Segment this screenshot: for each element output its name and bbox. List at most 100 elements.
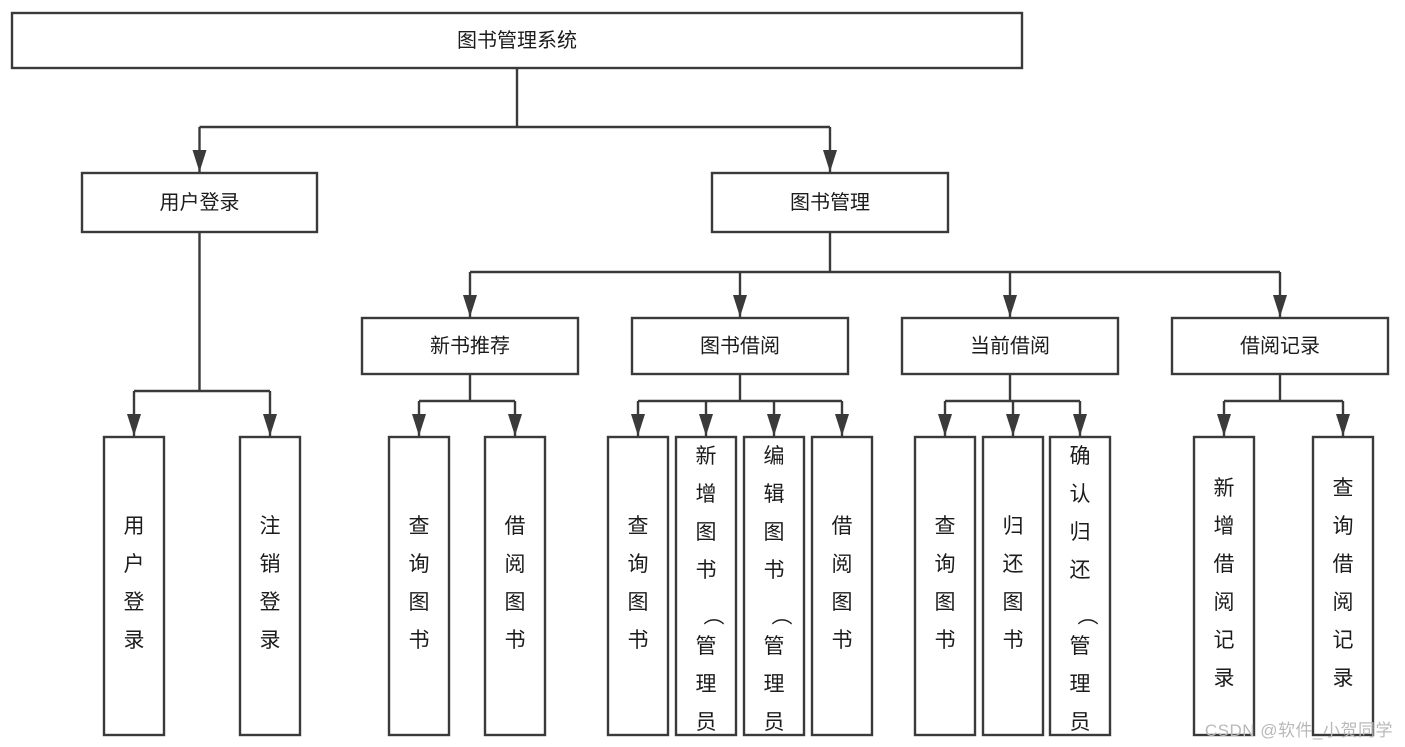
node-leaf-9-label-char: 归 — [1003, 515, 1024, 538]
node-leaf-12-box — [1311, 435, 1375, 737]
node-level3-3-label: 借阅记录 — [1240, 334, 1320, 357]
node-leaf-6-label-char: 理 — [764, 673, 785, 696]
node-leaf-5-label-char: 新 — [696, 445, 717, 468]
node-leaf-1-label-char: 登 — [260, 591, 281, 614]
node-leaf-4-label-char: 询 — [628, 553, 649, 576]
arrow-head-icon — [733, 295, 747, 317]
arrow-head-icon — [823, 150, 837, 172]
node-leaf-11-label-char: 记 — [1214, 629, 1235, 652]
node-leaf-1-label-char: 销 — [260, 553, 281, 576]
node-leaf-0-label-char: 用 — [124, 515, 145, 538]
node-level3-2-label: 当前借阅 — [970, 334, 1050, 357]
node-leaf-7-label-char: 阅 — [832, 553, 853, 576]
node-leaf-2-label-char: 书 — [409, 629, 430, 652]
node-leaf-11-label-char: 借 — [1214, 553, 1235, 576]
node-leaf-6-box — [742, 435, 806, 737]
node-leaf-7-box — [810, 435, 874, 737]
node-leaf-3-box — [483, 435, 547, 737]
node-leaf-0-label-char: 录 — [124, 629, 145, 652]
node-leaf-8-label-char: 查 — [935, 515, 956, 538]
node-level3-1-label: 图书借阅 — [700, 334, 780, 357]
node-leaf-5-label-char: 增 — [696, 483, 717, 506]
node-level2-0-label: 用户登录 — [160, 191, 240, 214]
node-leaf-0[interactable]: 用户登录 — [102, 435, 166, 737]
arrow-head-icon — [938, 414, 952, 436]
node-leaf-0-label-char: 户 — [124, 553, 145, 576]
node-leaf-10-label-char: 管 — [1070, 635, 1091, 658]
node-level2-1-label: 图书管理 — [790, 191, 870, 214]
node-level2-1-box — [710, 171, 950, 234]
node-leaf-12-label-char: 查 — [1333, 477, 1354, 500]
node-level3-3[interactable]: 借阅记录 — [1170, 316, 1390, 376]
arrow-head-icon — [1003, 295, 1017, 317]
node-leaf-12-label-char: 记 — [1333, 629, 1354, 652]
node-level3-3-box — [1170, 316, 1390, 376]
node-leaf-10-label-char: 还 — [1070, 559, 1091, 582]
arrow-head-icon — [1217, 414, 1231, 436]
node-leaf-5-label-char: （ — [701, 605, 724, 626]
node-level2-0-box — [80, 171, 319, 234]
node-leaf-9-label-char: 图 — [1003, 591, 1024, 614]
node-leaf-4-label-char: 查 — [628, 515, 649, 538]
node-leaf-6-label-char: 员 — [764, 711, 785, 734]
arrow-head-icon — [1273, 295, 1287, 317]
arrow-head-icon — [1073, 414, 1087, 436]
arrow-head-icon — [412, 414, 426, 436]
node-leaf-10-box — [1048, 435, 1112, 737]
node-leaf-2-label-char: 图 — [409, 591, 430, 614]
node-leaf-5-label-char: 管 — [696, 635, 717, 658]
node-root-system[interactable]: 图书管理系统 — [10, 11, 1024, 70]
node-leaf-3-label-char: 书 — [505, 629, 526, 652]
node-leaf-5-label-char: 理 — [696, 673, 717, 696]
node-leaf-7-label-char: 借 — [832, 515, 853, 538]
node-root-system-box — [10, 11, 1024, 70]
node-leaf-1-label-char: 注 — [260, 515, 281, 538]
node-leaf-9-label-char: 书 — [1003, 629, 1024, 652]
arrow-head-icon — [699, 414, 713, 436]
node-leaf-3-label-char: 借 — [505, 515, 526, 538]
node-leaf-8-label-char: 图 — [935, 591, 956, 614]
node-level3-1[interactable]: 图书借阅 — [630, 316, 850, 376]
node-leaf-4-box — [606, 435, 670, 737]
arrow-head-icon — [127, 414, 141, 436]
node-leaf-12-label-char: 借 — [1333, 553, 1354, 576]
arrow-head-icon — [1336, 414, 1350, 436]
node-layer: 图书管理系统用户登录图书管理新书推荐图书借阅当前借阅借阅记录用户登录注销登录查询… — [10, 11, 1390, 747]
node-leaf-10-label-char: 理 — [1070, 673, 1091, 696]
node-leaf-5-label-char: 书 — [696, 559, 717, 582]
connector-layer — [127, 68, 1350, 436]
node-leaf-8-label-char: 书 — [935, 629, 956, 652]
arrow-head-icon — [767, 414, 781, 436]
node-leaf-10-label-char: 认 — [1070, 483, 1091, 506]
node-level3-2[interactable]: 当前借阅 — [900, 316, 1120, 376]
node-leaf-11-label-char: 阅 — [1214, 591, 1235, 614]
node-leaf-10-label-char: （ — [1075, 605, 1098, 626]
node-leaf-11-label-char: 新 — [1214, 477, 1235, 500]
node-level3-0[interactable]: 新书推荐 — [360, 316, 580, 376]
node-leaf-2-box — [387, 435, 451, 737]
node-leaf-9-label-char: 还 — [1003, 553, 1024, 576]
node-leaf-1-label-char: 录 — [260, 629, 281, 652]
node-leaf-0-box — [102, 435, 166, 737]
node-level2-1[interactable]: 图书管理 — [710, 171, 950, 234]
node-level3-0-box — [360, 316, 580, 376]
node-leaf-7-label-char: 书 — [832, 629, 853, 652]
node-leaf-4-label-char: 书 — [628, 629, 649, 652]
node-level2-0[interactable]: 用户登录 — [80, 171, 319, 234]
arrow-head-icon — [463, 295, 477, 317]
node-leaf-9-box — [981, 435, 1045, 737]
node-leaf-6-label-char: 图 — [764, 521, 785, 544]
